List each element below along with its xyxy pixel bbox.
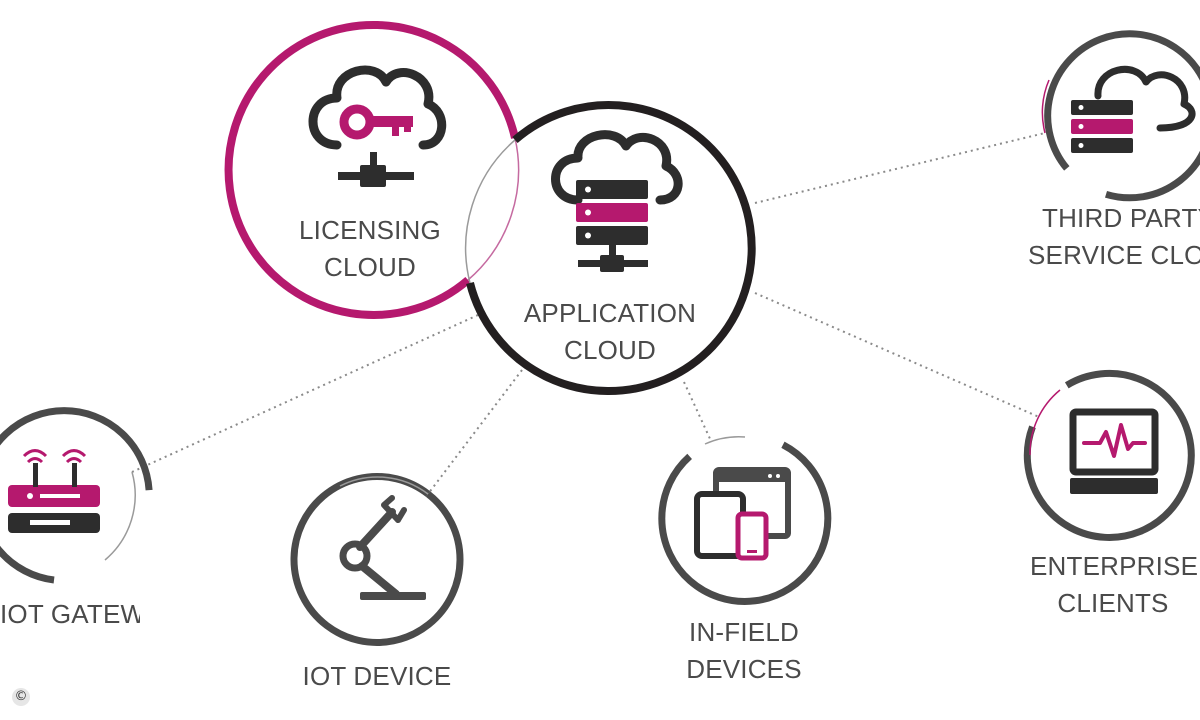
in-field-line1: IN-FIELD xyxy=(689,617,799,647)
licensing-ring-thin xyxy=(467,137,520,281)
monitor-pulse-icon xyxy=(1069,408,1159,494)
connector-gateway xyxy=(131,314,479,473)
node-in-field-devices xyxy=(658,436,832,605)
connectors xyxy=(131,132,1046,495)
cloud-server-icon xyxy=(551,130,683,272)
robot-arm-icon xyxy=(339,495,426,600)
label-iot-gateway: IOT GATEWAY xyxy=(0,596,140,633)
connector-in-field xyxy=(683,381,712,442)
iot-device-line1: IOT DEVICE xyxy=(302,661,452,691)
connector-enterprise xyxy=(754,292,1040,418)
enterprise-line2: CLIENTS xyxy=(1057,588,1169,618)
application-line2: CLOUD xyxy=(563,335,656,365)
label-application-cloud: APPLICATION CLOUD xyxy=(515,295,705,369)
node-application-cloud xyxy=(464,101,756,396)
enterprise-line1: ENTERPRISE xyxy=(1030,551,1199,581)
application-ring-thin xyxy=(464,139,516,284)
node-iot-gateway xyxy=(0,407,153,584)
copyright-badge: © xyxy=(12,688,30,706)
node-iot-device xyxy=(290,473,464,646)
application-ring-arc xyxy=(466,101,756,396)
node-licensing-cloud xyxy=(224,20,520,319)
licensing-line1: LICENSING xyxy=(299,215,441,245)
router-icon xyxy=(8,449,100,533)
licensing-line2: CLOUD xyxy=(323,252,416,282)
label-licensing-cloud: LICENSING CLOUD xyxy=(290,212,450,286)
node-third-party xyxy=(1041,30,1200,202)
devices-icon xyxy=(694,467,791,561)
node-enterprise-clients xyxy=(1023,369,1195,541)
application-line1: APPLICATION xyxy=(523,298,697,328)
third-party-line1: THIRD PARTY xyxy=(1042,203,1200,233)
connector-third-party xyxy=(754,132,1046,204)
connector-iot-device xyxy=(427,369,523,495)
gateway-line1: IOT GATEWAY xyxy=(0,599,140,629)
cloud-key-icon xyxy=(308,65,447,187)
server-cloud-icon xyxy=(1071,65,1196,153)
licensing-ring-arc xyxy=(224,20,519,319)
third-party-line2: SERVICE CLOUD xyxy=(1028,240,1200,270)
label-enterprise-clients: ENTERPRISE CLIENTS xyxy=(1030,548,1199,622)
in-field-line2: DEVICES xyxy=(686,654,802,684)
label-third-party: THIRD PARTY SERVICE CLOUD xyxy=(1028,200,1200,274)
label-in-field-devices: IN-FIELD DEVICES xyxy=(664,614,824,688)
label-iot-device: IOT DEVICE xyxy=(292,658,462,695)
